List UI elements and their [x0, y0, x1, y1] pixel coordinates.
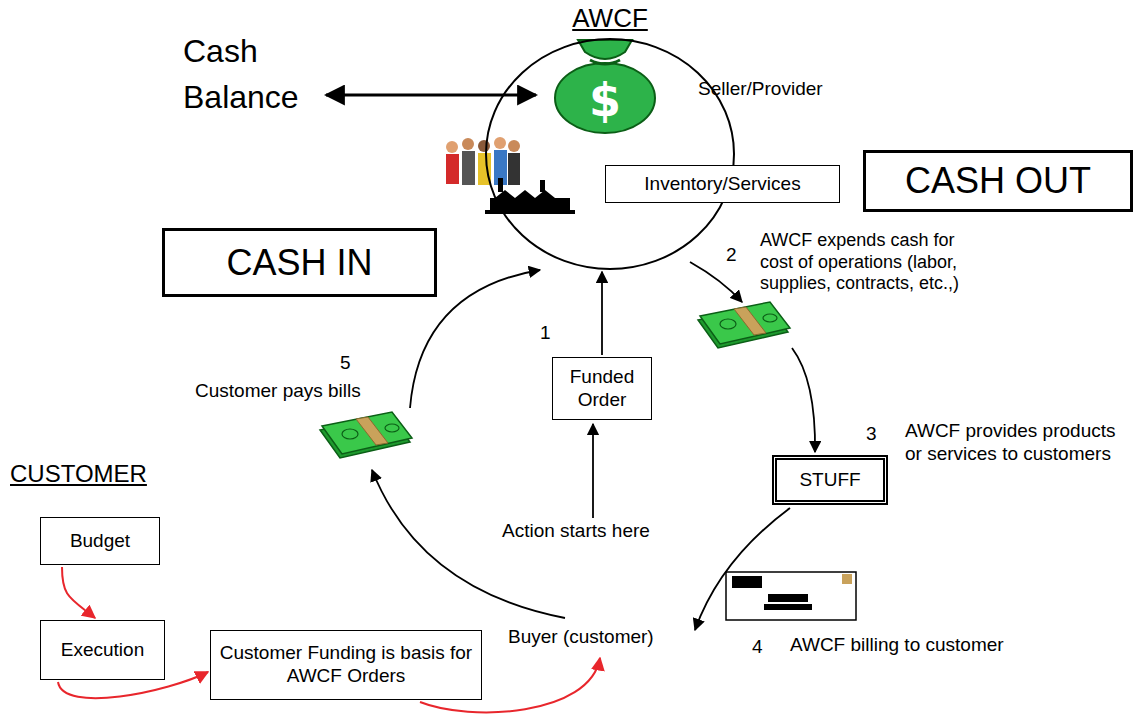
flow-arrow — [695, 508, 790, 630]
step-note: Customer pays bills — [195, 380, 361, 403]
role-label: Seller/Provider — [698, 78, 823, 100]
people-icon — [446, 137, 520, 185]
cash-stack — [698, 302, 790, 348]
connector — [601, 272, 603, 355]
callout-number: 4 — [752, 636, 763, 659]
box-text: Inventory/Services — [644, 173, 800, 196]
cash-stack — [320, 412, 412, 458]
circle-node: AWCFSeller/ProviderInventory/Services — [485, 38, 735, 270]
cash-out-box: CASH OUT — [863, 150, 1133, 212]
buyer-label: Buyer (customer) — [508, 626, 654, 649]
box-text: Execution — [61, 639, 144, 662]
flow-arrow — [372, 470, 565, 618]
callout-number: 1 — [540, 322, 551, 345]
box-text: CASH IN — [226, 241, 372, 284]
circle-outline — [485, 38, 735, 270]
step-note: AWCF expends cash for cost of operations… — [760, 230, 988, 295]
box-text: Budget — [70, 530, 130, 553]
funding-box: Customer Funding is basis for AWCF Order… — [210, 630, 482, 700]
cash-balance-label: Cash Balance — [183, 28, 333, 121]
section-heading: CUSTOMER — [10, 460, 147, 489]
svg-text:$: $ — [589, 73, 621, 127]
inventory-box: Inventory/Services — [605, 165, 840, 203]
box-text: CASH OUT — [905, 159, 1091, 202]
billing-document — [726, 572, 856, 620]
execution-box: Execution — [40, 620, 165, 680]
connector — [62, 567, 95, 618]
callout-number: 3 — [866, 423, 877, 446]
box-text: Customer Funding is basis for AWCF Order… — [219, 642, 473, 688]
flow-arrow — [690, 262, 742, 302]
box-text: Funded Order — [561, 366, 643, 412]
callout-number: 5 — [340, 352, 351, 375]
order-box: Funded Order — [552, 357, 652, 420]
factory-icon — [485, 178, 575, 214]
step-note: AWCF provides products or services to cu… — [905, 420, 1120, 466]
box-text: STUFF — [799, 469, 860, 492]
money-bag: $ — [555, 40, 655, 133]
step-note: AWCF billing to customer — [790, 634, 1004, 657]
circle-heading: AWCF — [572, 3, 648, 34]
cash-in-box: CASH IN — [162, 228, 437, 297]
flow-arrow — [592, 424, 594, 518]
start-note: Action starts here — [502, 520, 650, 543]
stuff-box: STUFF — [772, 455, 888, 505]
flow-arrow — [792, 348, 815, 452]
callout-number: 2 — [726, 244, 737, 267]
budget-box: Budget — [40, 517, 160, 565]
